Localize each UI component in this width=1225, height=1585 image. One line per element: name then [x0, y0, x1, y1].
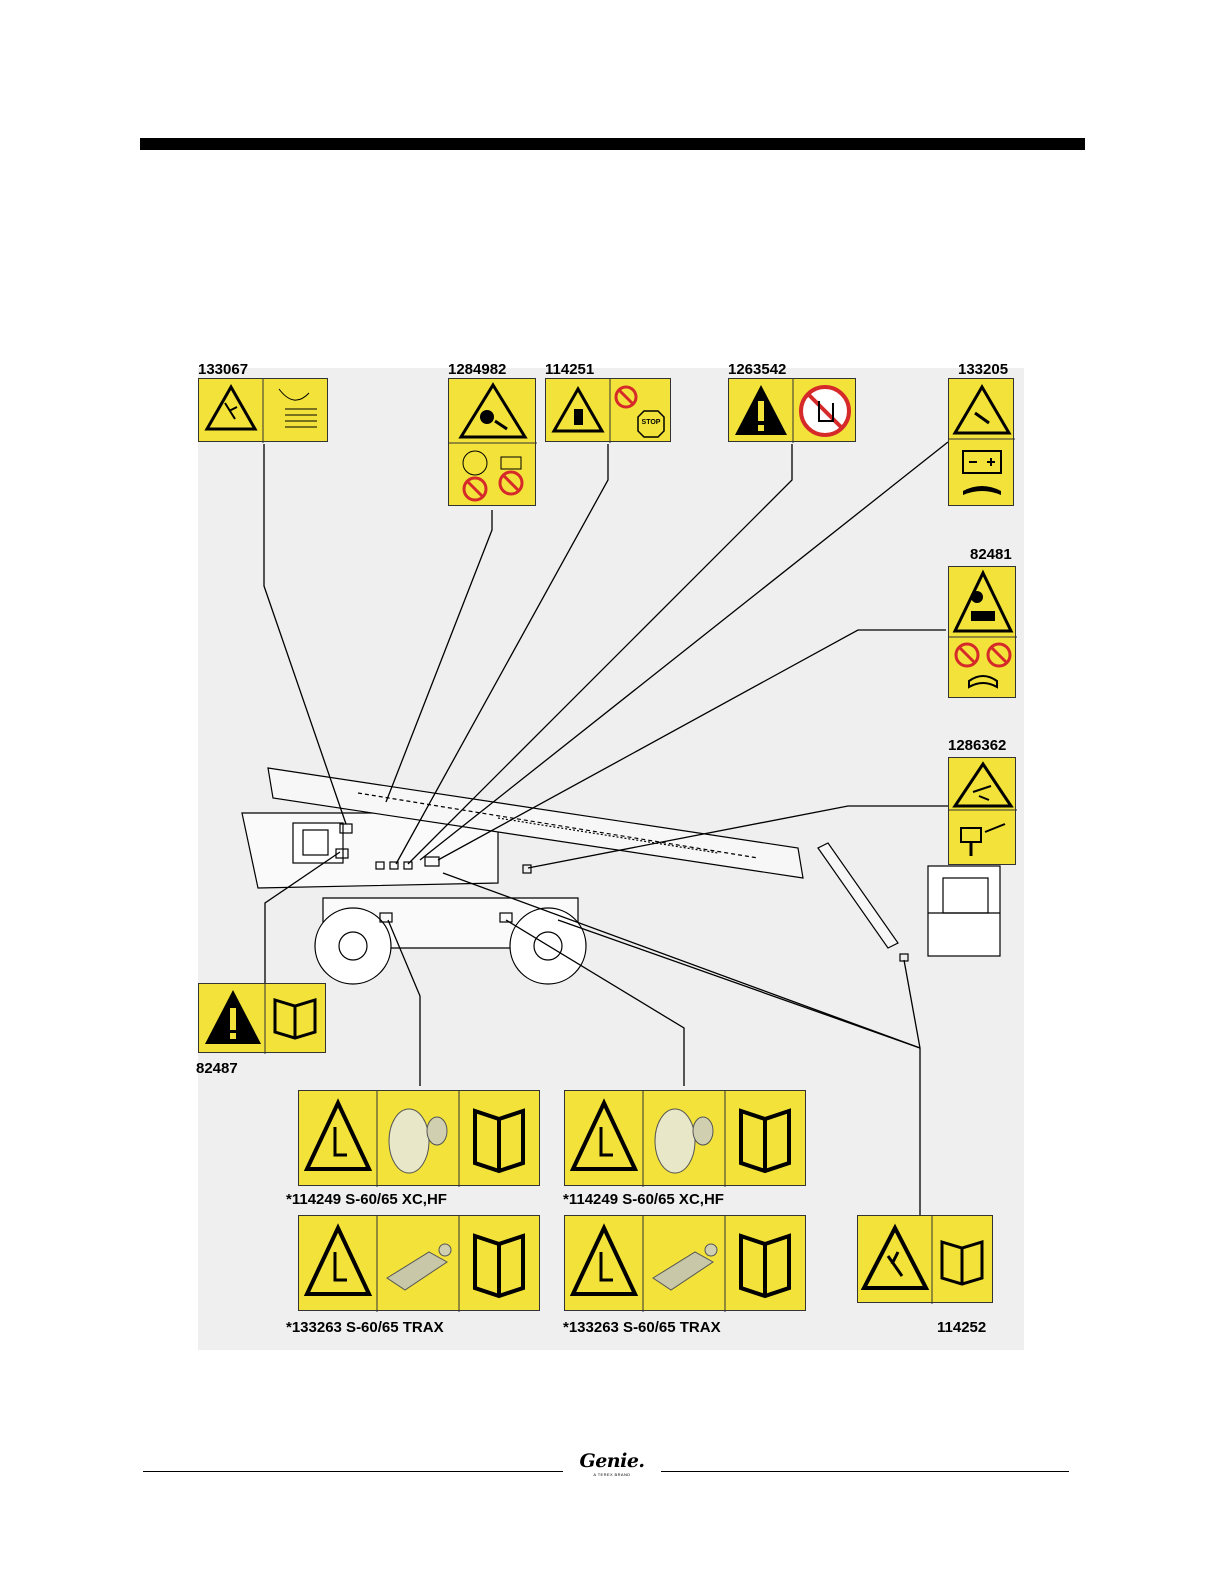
decal-133263-right — [564, 1215, 806, 1311]
decal-label-133205: 133205 — [958, 362, 1008, 377]
footer-rule-right — [661, 1471, 1069, 1472]
decal-1286362 — [948, 757, 1016, 865]
decal-1284982 — [448, 378, 536, 506]
decal-label-133263-left: *133263 S-60/65 TRAX — [286, 1320, 444, 1335]
leader-1284982 — [386, 510, 492, 802]
decal-label-1286362: 1286362 — [948, 738, 1006, 753]
decal-label-114249-left: *114249 S-60/65 XC,HF — [286, 1192, 447, 1207]
tip-over-hazard-icon — [858, 1216, 994, 1304]
decal-label-114252: 114252 — [937, 1320, 986, 1335]
decal-label-1284982: 1284982 — [448, 362, 506, 377]
stop-sign-text: STOP — [639, 419, 663, 426]
decal-label-133067: 133067 — [198, 362, 248, 377]
leader-114252-a — [904, 960, 920, 1218]
decal-label-114249-right: *114249 S-60/65 XC,HF — [563, 1192, 724, 1207]
decal-label-82481: 82481 — [970, 547, 1012, 562]
flammable-hazard-icon — [949, 567, 1017, 699]
genie-logo: Genie. A TEREX BRAND — [575, 1452, 649, 1477]
decal-114252 — [857, 1215, 993, 1303]
decal-label-114251: 114251 — [545, 362, 594, 377]
read-manual-warning-icon — [199, 984, 327, 1054]
decal-82487 — [198, 983, 326, 1053]
decal-114249-left — [298, 1090, 540, 1186]
decal-133205 — [948, 378, 1014, 506]
header-rule — [140, 138, 1085, 150]
decal-114251: STOP — [545, 378, 671, 442]
wheel-hazard-icon — [299, 1091, 541, 1187]
decal-82481 — [948, 566, 1016, 698]
jib-arm — [818, 843, 898, 948]
battery-hazard-icon — [949, 379, 1015, 507]
logo-brand: Genie. — [575, 1452, 649, 1471]
decal-1263542 — [728, 378, 856, 442]
decal-label-1263542: 1263542 — [728, 362, 786, 377]
explosion-hazard-icon — [449, 379, 537, 507]
wheel-hazard-icon — [565, 1091, 807, 1187]
decal-label-82487: 82487 — [196, 1061, 238, 1076]
leader-133067 — [264, 444, 346, 824]
decal-114249-right — [564, 1090, 806, 1186]
track-hazard-icon — [565, 1216, 807, 1312]
footer-rule-left — [143, 1471, 563, 1472]
track-hazard-icon — [299, 1216, 541, 1312]
fall-hazard-icon — [949, 758, 1017, 866]
no-hand-warning-icon — [729, 379, 857, 443]
platform — [928, 866, 1000, 956]
crush-hazard-icon — [199, 379, 329, 443]
decal-label-133263-right: *133263 S-60/65 TRAX — [563, 1320, 721, 1335]
logo-tagline: A TEREX BRAND — [575, 1473, 649, 1477]
decal-133067 — [198, 378, 328, 442]
fuel-hazard-icon — [546, 379, 672, 443]
decal-133263-left — [298, 1215, 540, 1311]
